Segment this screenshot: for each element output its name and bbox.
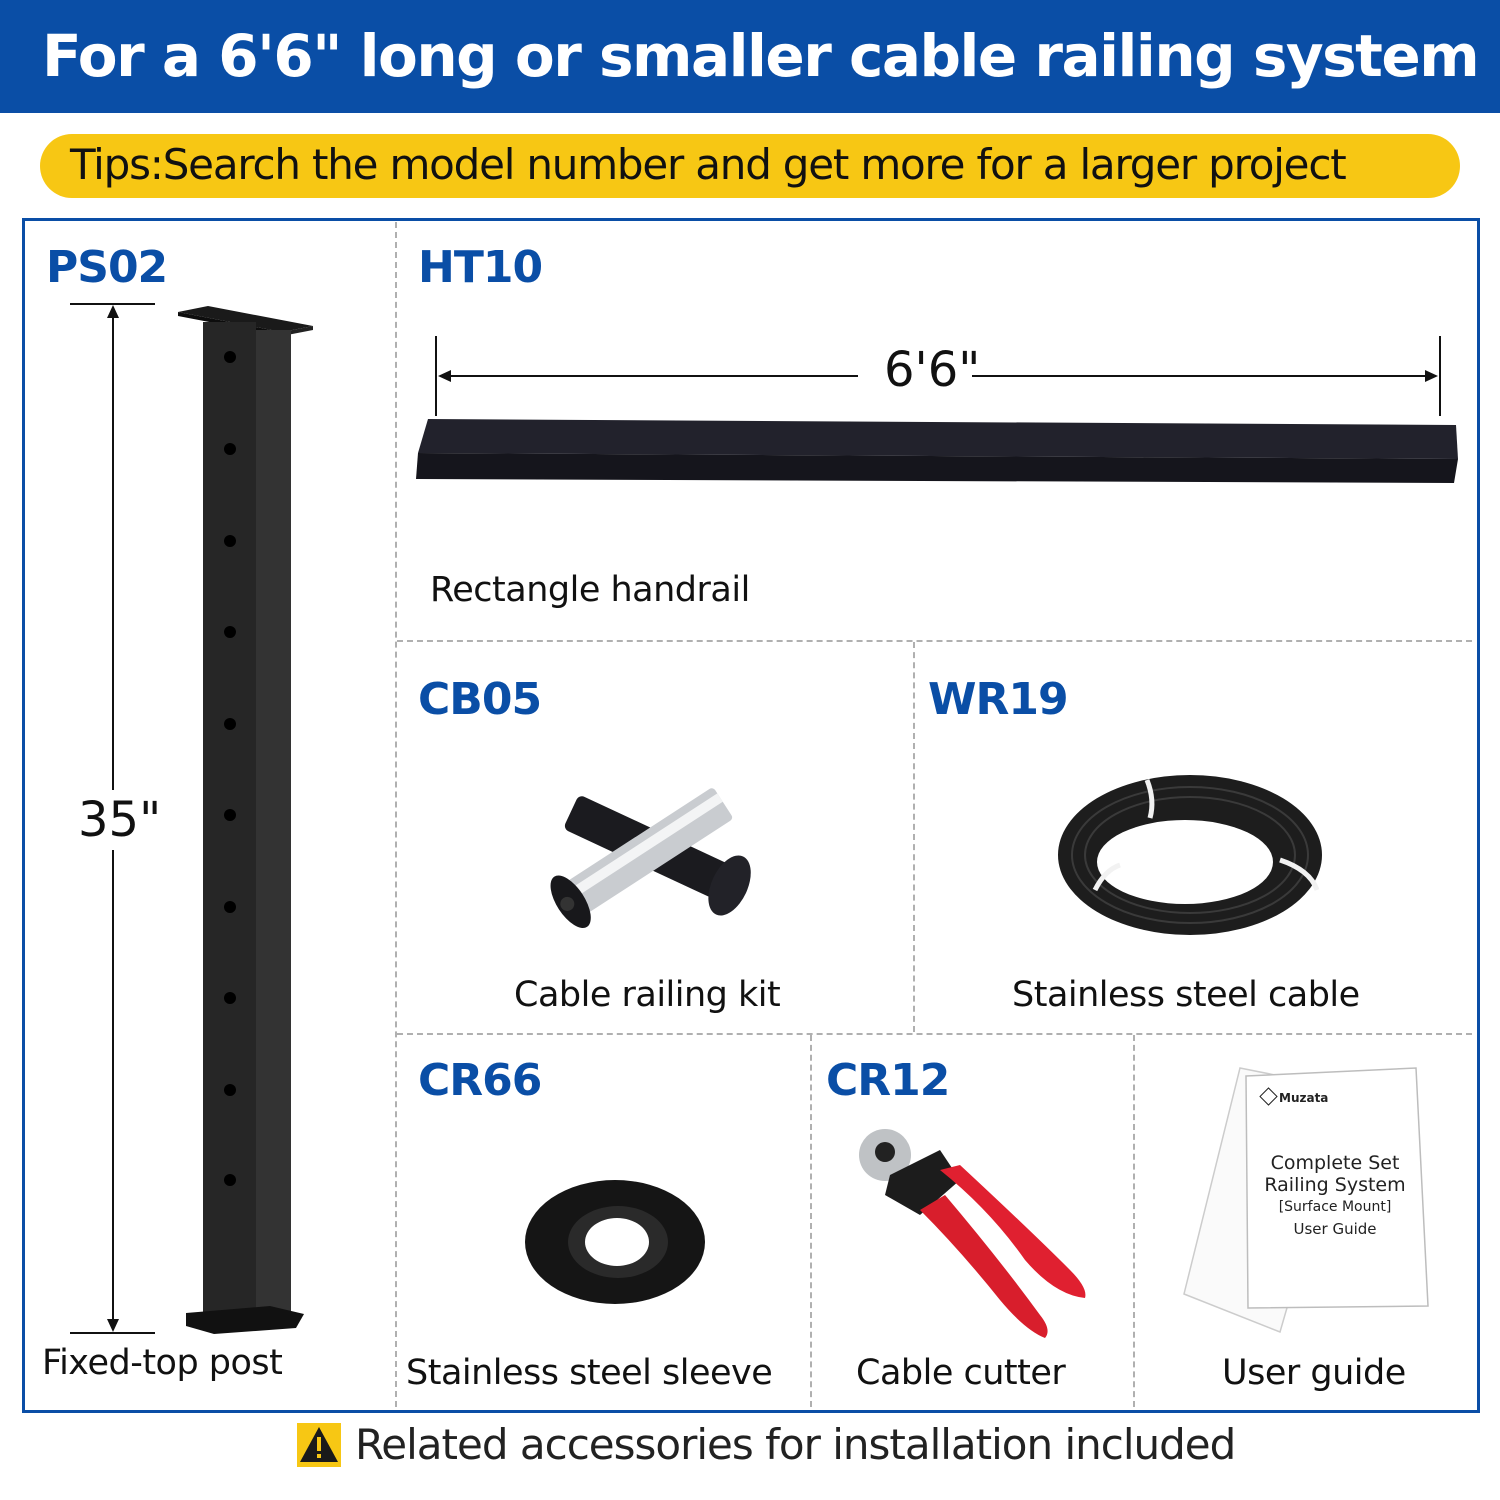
post-cable-holes [224, 351, 236, 1186]
warning-icon [297, 1423, 341, 1467]
divider-post-column [395, 222, 397, 1407]
post-image [178, 306, 313, 1334]
product-code-handrail: HT10 [418, 242, 543, 293]
product-caption-post: Fixed-top post [42, 1343, 283, 1383]
product-caption-handrail: Rectangle handrail [430, 570, 750, 610]
tips-banner: Tips:Search the model number and get mor… [40, 134, 1460, 198]
product-caption-cable: Stainless steel cable [1012, 975, 1360, 1015]
handrail-length-label: 6'6" [884, 342, 981, 398]
product-code-post: PS02 [46, 242, 168, 293]
handrail-dimension-arrow [435, 336, 1441, 416]
divider-cutter-guide [1133, 1035, 1135, 1407]
guide-title-line1: Complete Set [1270, 1152, 1400, 1174]
product-caption-guide: User guide [1222, 1353, 1406, 1393]
product-caption-sleeve: Stainless steel sleeve [406, 1353, 773, 1393]
kit-image [550, 788, 751, 929]
guide-doc-type: User Guide [1293, 1220, 1377, 1238]
cable-cutter-image [859, 1129, 1086, 1338]
product-code-cable: WR19 [928, 674, 1069, 725]
divider-sleeve-cutter [810, 1035, 812, 1407]
guide-subtitle: [Surface Mount] [1278, 1199, 1392, 1215]
product-code-kit: CB05 [418, 674, 542, 725]
guide-doc-title: Complete Set Railing System [Surface Mou… [1250, 1152, 1420, 1240]
product-grid-frame [22, 218, 1480, 1413]
product-code-sleeve: CR66 [418, 1055, 542, 1106]
post-height-label: 35" [78, 792, 162, 848]
guide-title-line2: Railing System [1264, 1174, 1406, 1196]
divider-handrail-bottom [397, 640, 1472, 642]
guide-brand: Muzata [1259, 1087, 1329, 1106]
product-caption-cutter: Cable cutter [856, 1353, 1066, 1393]
cable-coil-image [1058, 775, 1322, 935]
page-title: For a 6'6" long or smaller cable railing… [42, 22, 1480, 90]
product-caption-kit: Cable railing kit [514, 975, 781, 1015]
divider-kit-cable [913, 642, 915, 1032]
guide-brand-text: Muzata [1279, 1091, 1329, 1105]
sleeve-image [525, 1180, 705, 1304]
header-banner: For a 6'6" long or smaller cable railing… [0, 0, 1500, 113]
tips-text: Tips:Search the model number and get mor… [70, 140, 1347, 189]
user-guide-image [1183, 1067, 1429, 1334]
handrail-image [416, 419, 1458, 483]
divider-middle-bottom [397, 1033, 1472, 1035]
muzata-logo-icon [1259, 1087, 1278, 1106]
post-dimension-arrow [70, 303, 155, 1334]
product-code-cutter: CR12 [826, 1055, 950, 1106]
footer-note: Related accessories for installation inc… [355, 1420, 1236, 1469]
